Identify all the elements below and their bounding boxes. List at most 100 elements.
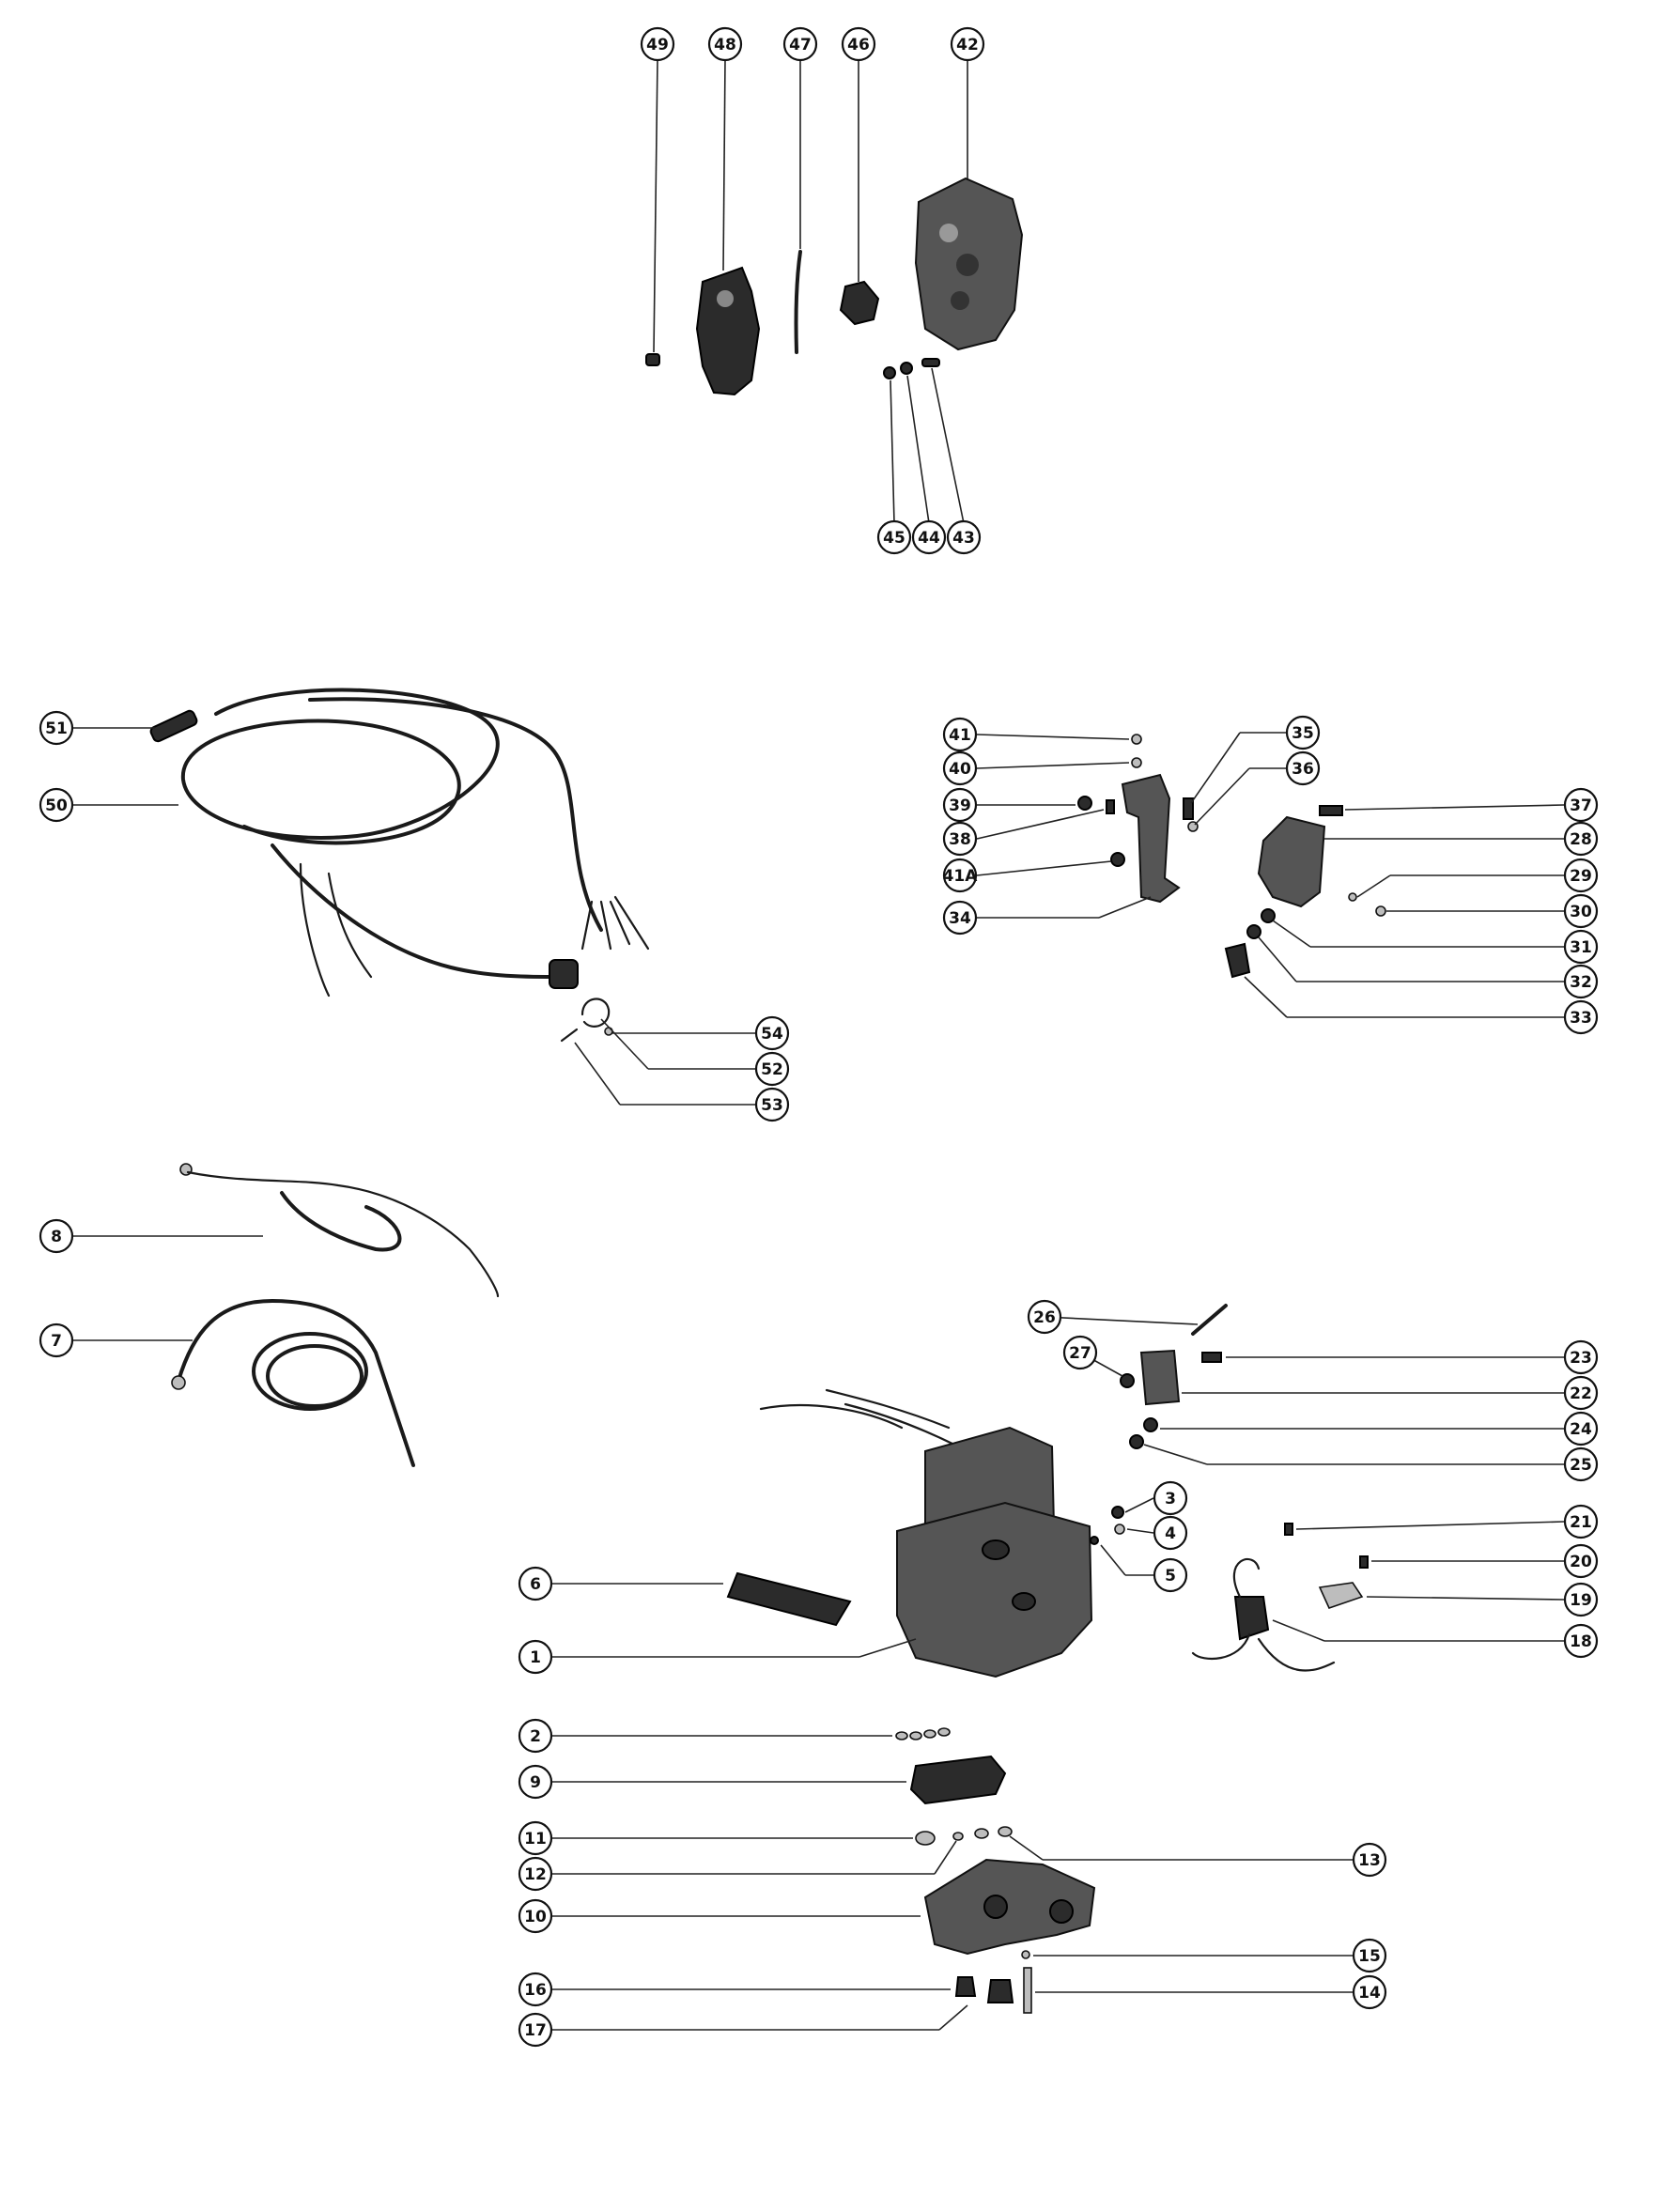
callout-46: 46 (841, 26, 876, 62)
callout-circle (754, 1087, 790, 1122)
callout-label: 41A (943, 867, 979, 886)
callout-label: 48 (714, 36, 736, 54)
callout-label: 3 (1165, 1490, 1176, 1508)
callout-label: 46 (847, 36, 870, 54)
callout-label: 5 (1165, 1567, 1176, 1586)
callout-circle (39, 1323, 74, 1358)
callout-label: 4 (1165, 1524, 1176, 1543)
callout-circle (1563, 1504, 1599, 1539)
callout-label: 24 (1570, 1420, 1592, 1439)
callout-label: 1 (530, 1648, 541, 1667)
callout-label: 2 (530, 1727, 541, 1746)
callout-circle (1153, 1557, 1188, 1593)
relay-group (976, 732, 1565, 1018)
callout-label: 30 (1570, 903, 1592, 921)
callout-circle (1352, 1842, 1387, 1878)
callout-label: 43 (952, 529, 975, 548)
callout-41: 41 (942, 717, 978, 752)
callout-52: 52 (754, 1051, 790, 1087)
callout-43: 43 (946, 519, 982, 555)
callout-circle (1352, 1974, 1387, 2010)
harness-group (73, 688, 756, 1106)
callout-label: 33 (1570, 1009, 1592, 1028)
callout-19: 19 (1563, 1582, 1599, 1617)
part-45-nut (883, 366, 896, 379)
callout-9: 9 (518, 1764, 553, 1800)
callout-label: 28 (1570, 830, 1592, 849)
callout-label: 13 (1358, 1851, 1381, 1870)
part-54-nut (604, 1027, 613, 1036)
callout-41A: 41A (943, 858, 979, 893)
callout-label: 40 (949, 760, 971, 779)
callout-circle (754, 1015, 790, 1051)
callout-10: 10 (518, 1898, 553, 1934)
callout-label: 11 (524, 1830, 547, 1848)
part-50-harness (180, 688, 500, 845)
callout-label: 14 (1358, 1984, 1381, 2003)
callout-circle (942, 717, 978, 752)
callout-circle (1563, 964, 1599, 999)
part-48-bracket (695, 266, 761, 396)
callout-label: 50 (45, 797, 68, 815)
callout-label: 36 (1292, 760, 1314, 779)
part-26-bolt (1191, 1304, 1228, 1336)
callout-label: 41 (949, 726, 971, 745)
callout-circle (911, 519, 947, 555)
callout-label: 16 (524, 1981, 547, 2000)
part-49-screw (645, 353, 660, 366)
part-43-stud (921, 358, 940, 367)
callout-circle (942, 821, 978, 857)
callout-circle (518, 1718, 553, 1754)
callout-39: 39 (942, 787, 978, 823)
callout-13: 13 (1352, 1842, 1387, 1878)
callout-51: 51 (39, 710, 74, 746)
callout-49: 49 (640, 26, 675, 62)
callout-circle (1285, 750, 1321, 786)
callout-circle (1563, 929, 1599, 965)
callout-7: 7 (39, 1323, 74, 1358)
callout-40: 40 (942, 750, 978, 786)
callout-circle (1563, 787, 1599, 823)
callout-22: 22 (1563, 1375, 1599, 1411)
callout-14: 14 (1352, 1974, 1387, 2010)
callout-23: 23 (1563, 1339, 1599, 1375)
callout-36: 36 (1285, 750, 1321, 786)
callout-label: 51 (45, 719, 68, 738)
callout-18: 18 (1563, 1623, 1599, 1659)
callout-circle (1563, 1582, 1599, 1617)
part-18-switch (1233, 1596, 1270, 1641)
callout-3: 3 (1153, 1480, 1188, 1516)
part-44-washer (900, 362, 913, 375)
part-6-decal (726, 1571, 852, 1627)
callout-circle (518, 1972, 553, 2007)
callout-circle (518, 2012, 553, 2048)
part-10-valve-body (923, 1858, 1096, 1956)
callout-label: 6 (530, 1575, 541, 1594)
callout-label: 15 (1358, 1947, 1381, 1966)
part-14-pin (1023, 1967, 1032, 2014)
callout-label: 18 (1570, 1632, 1592, 1651)
callout-circle (1352, 1938, 1387, 1973)
callout-circle (1563, 1446, 1599, 1482)
callout-53: 53 (754, 1087, 790, 1122)
callout-label: 25 (1570, 1456, 1592, 1475)
callout-6: 6 (518, 1566, 553, 1601)
part-53-screw (560, 1028, 579, 1043)
callout-circle (1027, 1299, 1062, 1335)
callout-35: 35 (1285, 715, 1321, 750)
callout-label: 49 (646, 36, 669, 54)
callout-label: 39 (949, 797, 971, 815)
callout-circle (39, 710, 74, 746)
top-group (645, 57, 1024, 524)
callout-24: 24 (1563, 1411, 1599, 1446)
callout-circle (1563, 1411, 1599, 1446)
callout-circle (782, 26, 818, 62)
callout-label: 19 (1570, 1591, 1592, 1610)
callout-33: 33 (1563, 999, 1599, 1035)
valve-group (552, 1727, 1353, 2031)
callout-circle (518, 1820, 553, 1856)
callout-label: 23 (1570, 1349, 1592, 1368)
callout-label: 38 (949, 830, 971, 849)
callout-circle (946, 519, 982, 555)
